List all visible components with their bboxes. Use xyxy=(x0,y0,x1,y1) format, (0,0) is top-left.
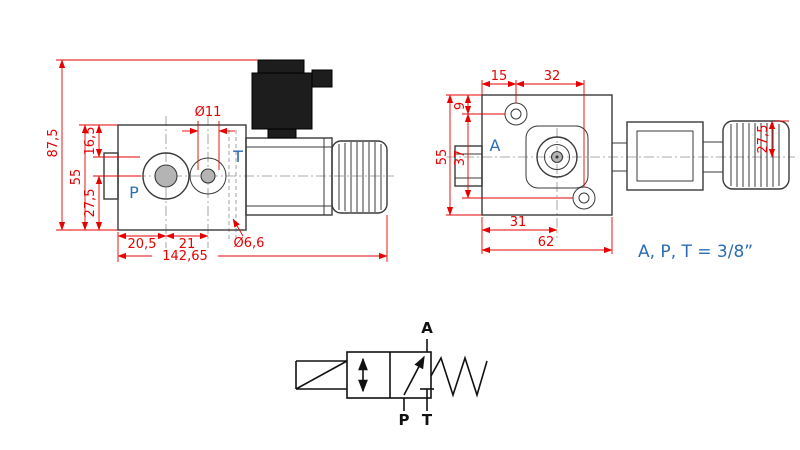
manual-override-knob-top xyxy=(722,120,790,190)
dim-top-offset-label: 16,5 xyxy=(83,127,98,156)
symbol-valve-box xyxy=(346,351,434,399)
dim-body-height-label: 55 xyxy=(69,169,84,186)
side-view: 87,5 55 16,5 27,5 Ø11 20,5 21 Ø6,6 142,6… xyxy=(46,59,394,264)
port-t-label: T xyxy=(232,147,243,166)
symbol-port-p-label: P xyxy=(399,411,410,429)
dim-port-axis-label: 27,5 xyxy=(83,189,98,218)
port-a-label: A xyxy=(490,136,501,155)
valve-body-top xyxy=(454,94,613,216)
dim-hole-offset-x-label: 15 xyxy=(491,69,508,84)
manual-override-knob-side xyxy=(331,140,388,214)
din-connector xyxy=(251,59,333,139)
symbol-spring xyxy=(430,355,488,398)
dim-hole-spacing-y-label: 37 xyxy=(453,150,468,167)
hydraulic-symbol: A P T xyxy=(295,319,488,429)
port-p-label: P xyxy=(129,183,139,202)
dim-spacing-left-label: 20,5 xyxy=(128,237,157,252)
top-view: 15 32 9 37 55 27,5 31 62 A A, P, T = 3/8… xyxy=(435,69,795,262)
valve-body-side xyxy=(103,124,247,231)
dim-body-height-top-label: 55 xyxy=(435,149,450,166)
side-view-dimensions: 87,5 55 16,5 27,5 Ø11 20,5 21 Ø6,6 142,6… xyxy=(46,59,388,264)
top-view-dimensions: 15 32 9 37 55 27,5 31 62 xyxy=(435,69,789,254)
symbol-solenoid xyxy=(295,360,348,390)
dim-mount-hole-label: Ø6,6 xyxy=(234,236,265,251)
dim-total-length-label: 142,65 xyxy=(162,249,208,264)
dim-hole-offset-y-label: 9 xyxy=(453,102,468,110)
dim-axis-offset-label: 27,5 xyxy=(756,125,771,154)
solenoid-coil-side xyxy=(245,137,333,216)
dim-hole-spacing-x-label: 32 xyxy=(544,69,561,84)
dim-hole-diameter-label: Ø11 xyxy=(195,105,222,120)
symbol-ports: A P T xyxy=(399,319,434,429)
thread-size-note: A, P, T = 3/8” xyxy=(638,242,753,262)
dim-total-height-label: 87,5 xyxy=(46,129,61,158)
symbol-port-t-label: T xyxy=(422,411,433,429)
dim-spacing-right-label: 21 xyxy=(179,237,196,252)
dim-body-width-label: 62 xyxy=(538,235,555,250)
dim-port-offset-label: 31 xyxy=(510,215,527,230)
symbol-port-a-label: A xyxy=(421,319,433,337)
solenoid-coil-top xyxy=(611,121,724,191)
